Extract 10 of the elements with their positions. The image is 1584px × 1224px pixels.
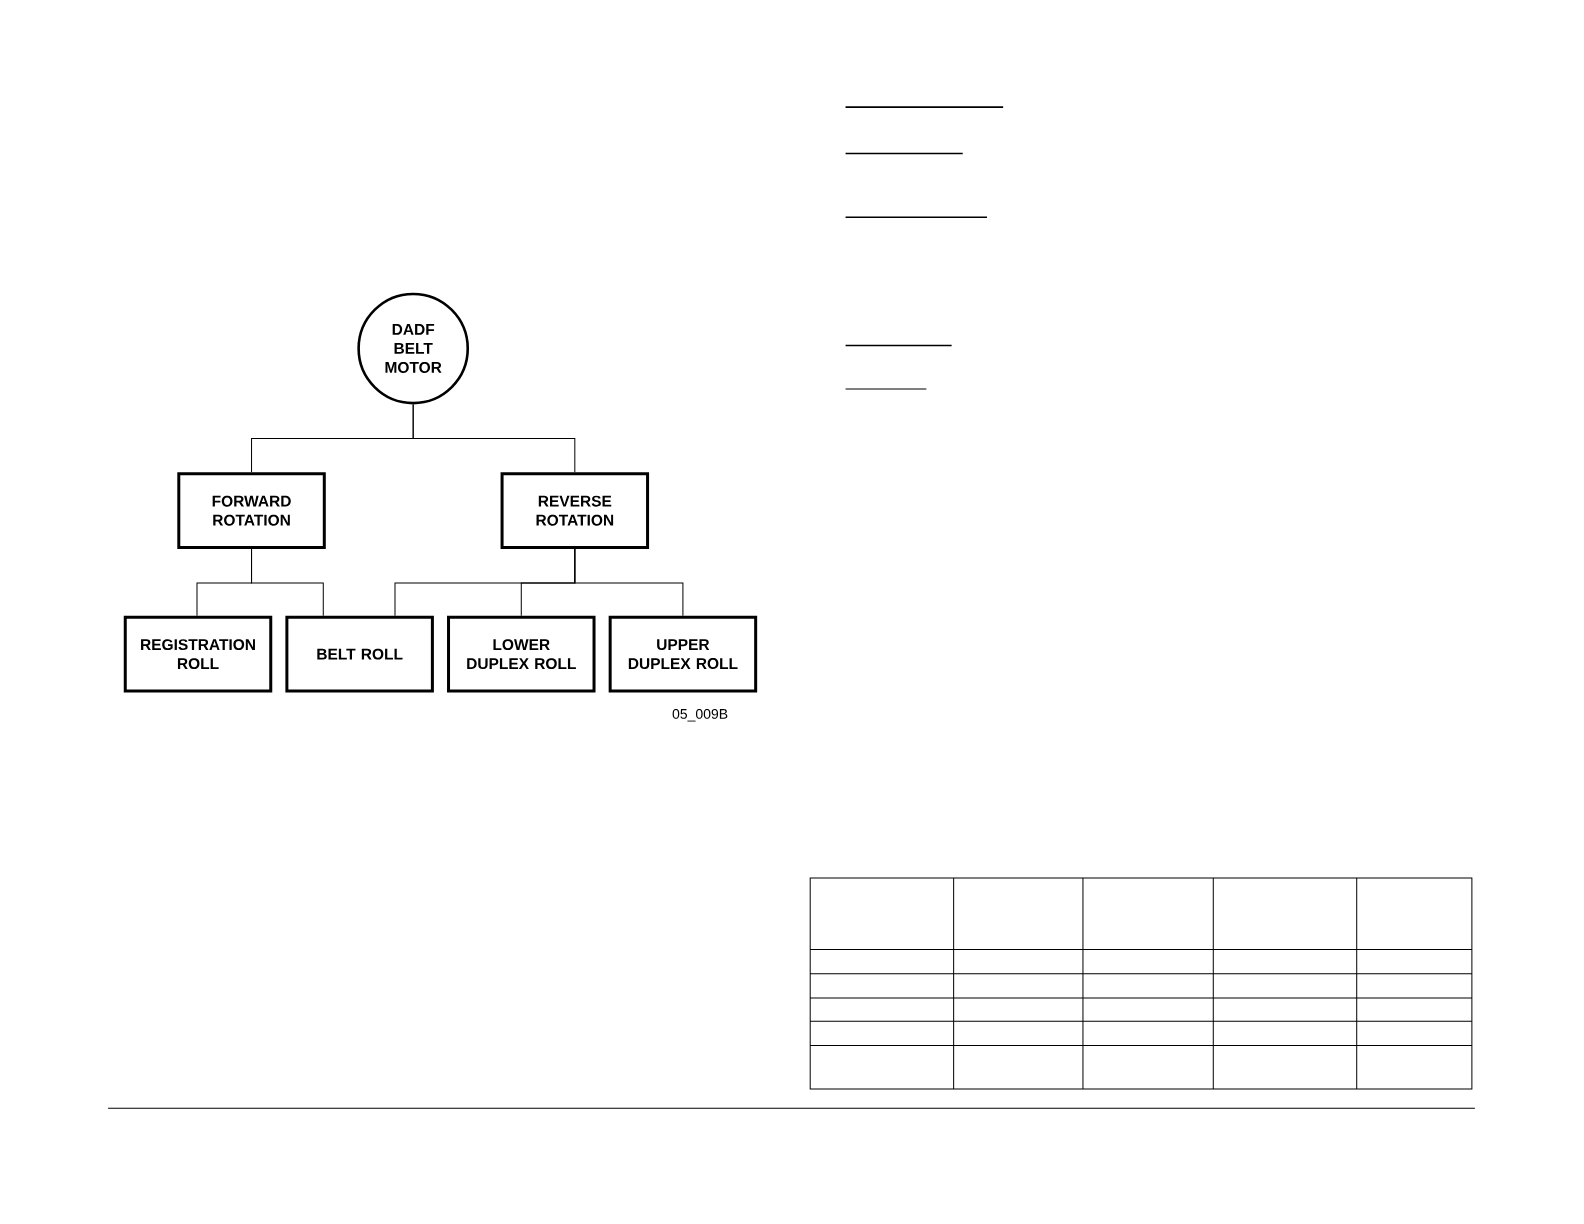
connector-line [574,548,684,617]
process-box: LOWER DUPLEX ROLL [447,615,596,693]
process-box: REVERSE ROTATION [500,472,650,549]
process-box: UPPER DUPLEX ROLL [608,615,758,693]
connector-line [412,403,576,473]
process-box: BELT ROLL [285,615,434,693]
process-box: REGISTRATION ROLL [123,615,273,693]
connector-line [251,548,324,617]
process-box: FORWARD ROTATION [177,472,326,549]
figure-number: 05_009B [672,708,728,722]
